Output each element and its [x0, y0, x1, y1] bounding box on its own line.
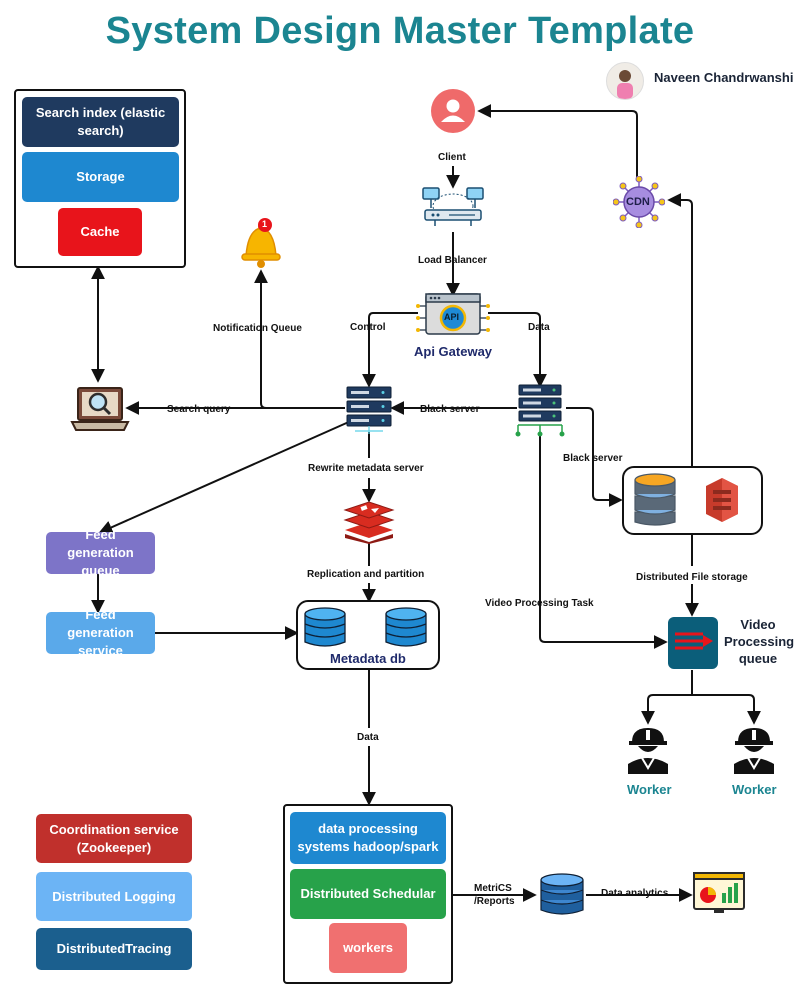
- data-top-label: Data: [528, 322, 550, 333]
- author-name: Naveen Chandrwanshi: [654, 70, 794, 85]
- worker-icon-1: [628, 728, 668, 774]
- bell-badge: 1: [262, 219, 268, 229]
- notification-queue-label: Notification Queue: [213, 323, 302, 334]
- storage-box: Storage: [22, 152, 179, 202]
- search-index-box: Search index (elastic search): [22, 97, 179, 147]
- edge-server-feed: [98, 416, 361, 534]
- client-label: Client: [438, 152, 466, 163]
- black-server-right-label: Black server: [563, 453, 623, 464]
- metadata-db-icon-2: [385, 607, 427, 647]
- redis-icon: [343, 501, 395, 544]
- s3-bucket-icon: [706, 478, 738, 522]
- dist-file-storage-label: Distributed File storage: [636, 572, 748, 583]
- storage-db-icon: [634, 473, 676, 526]
- analytics-dashboard-icon: [693, 872, 745, 913]
- edge-to-worker1: [641, 694, 692, 725]
- worker-1-label: Worker: [627, 782, 672, 797]
- search-laptop-icon: [70, 387, 130, 431]
- data-server-icon: [518, 384, 562, 422]
- worker-2-label: Worker: [732, 782, 777, 797]
- metadata-db-label: Metadata db: [330, 651, 406, 666]
- replication-label: Replication and partition: [307, 569, 425, 580]
- rewrite-metadata-label: Rewrite metadata server: [308, 463, 424, 474]
- coordination-service-box: Coordination service (Zookeeper): [36, 814, 192, 863]
- bell-icon: [241, 218, 281, 268]
- author-avatar: [606, 62, 644, 100]
- edge-server-storage: [566, 407, 623, 507]
- feed-generation-service-box: Feed generation service: [46, 607, 155, 658]
- cdn-label: CDN: [626, 196, 650, 208]
- distributed-scheduler-box: Distributed Schedular: [290, 869, 446, 919]
- data-analytics-label: Data analytics: [601, 888, 669, 899]
- metrics-db-icon: [540, 873, 584, 915]
- metadata-db-icon-1: [304, 607, 346, 647]
- client-icon: [431, 89, 475, 133]
- data-processing-box: data processing systems hadoop/spark: [290, 812, 446, 864]
- api-badge: API: [444, 312, 460, 322]
- cdn-icon: [613, 176, 665, 228]
- video-task-label: Video Processing Task: [485, 598, 594, 609]
- control-label: Control: [350, 322, 386, 333]
- distributed-logging-box: Distributed Logging: [36, 872, 192, 921]
- edge-cdn-client: [477, 104, 638, 178]
- distributed-tracing-box: DistributedTracing: [36, 928, 192, 970]
- data-bottom-label: Data: [357, 732, 379, 743]
- video-queue-label: Video Processing queue: [724, 617, 795, 666]
- black-server-left-label: Black server: [420, 404, 480, 415]
- workers-box: workers: [329, 923, 407, 973]
- edge-storage-cdn: [667, 193, 693, 466]
- load-balancer-label: Load Balancer: [418, 255, 487, 266]
- video-queue-icon: [668, 617, 718, 669]
- api-gateway-label: Api Gateway: [414, 344, 493, 359]
- worker-icon-2: [734, 728, 774, 774]
- edge-server-videoq: [539, 433, 668, 649]
- edge-server-notification: [254, 269, 345, 409]
- feed-generation-queue-box: Feed generation queue: [46, 527, 155, 578]
- control-server-icon: [346, 386, 392, 434]
- edge-api-control: [362, 312, 418, 388]
- search-query-label: Search query: [167, 404, 231, 415]
- metrics-label: MetriCS /Reports: [474, 883, 515, 907]
- edge-to-worker2: [692, 694, 761, 725]
- api-gateway-icon: [416, 293, 490, 335]
- load-balancer-icon: [422, 187, 484, 226]
- page-title: System Design Master Template: [105, 10, 695, 52]
- edge-api-data: [488, 312, 547, 388]
- cache-box: Cache: [58, 208, 142, 256]
